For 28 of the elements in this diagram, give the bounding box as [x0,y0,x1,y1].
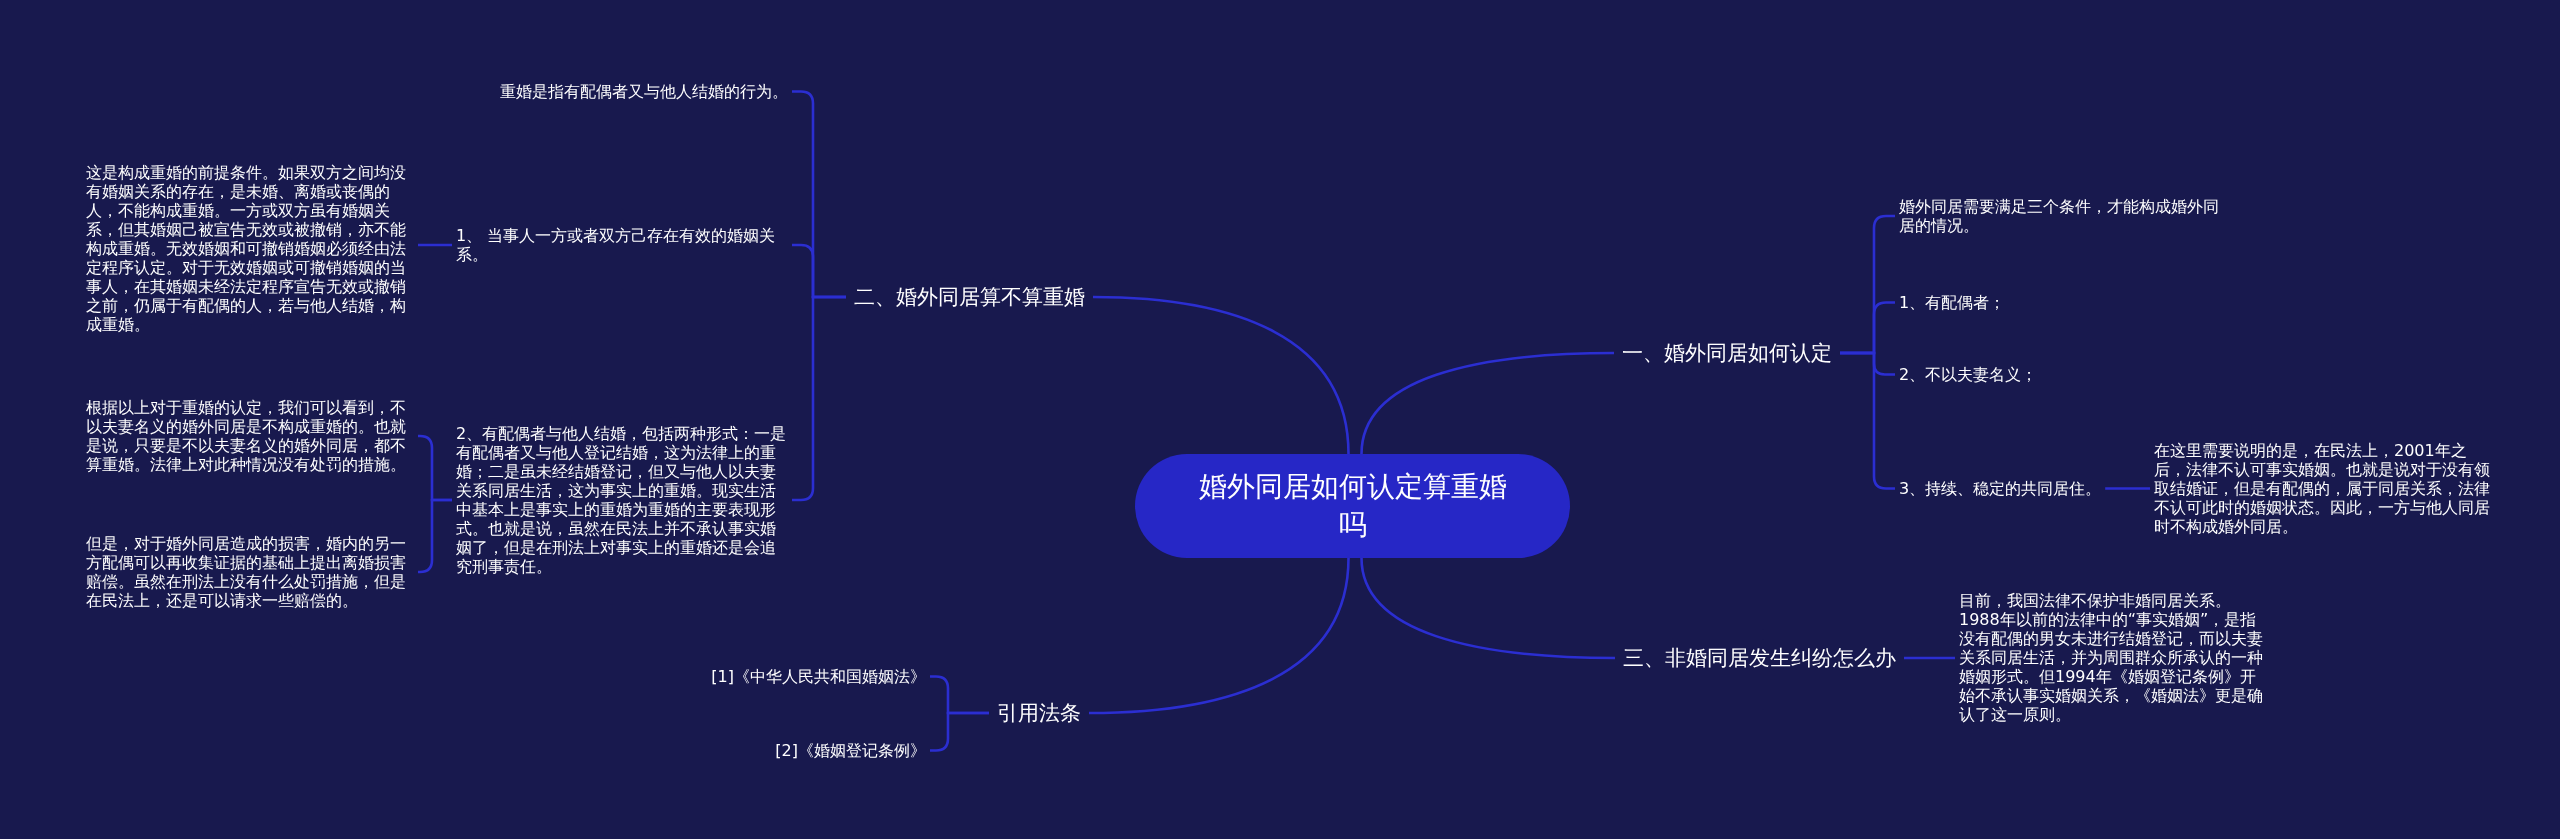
connector-line [1904,656,1955,660]
note-text: 在这里需要说明的是，在民法上，2001年之后，法律不认可事实婚姻。也就是说对于没有领取结婚证，但是有配偶的，属于同居关系，法律不认可此时的婚姻状态。因此，一方与他人同居时不构成婚外同居。 [2150,439,2495,538]
branch-topic: 一、婚外同居如何认定 [1614,335,1840,371]
note-text: 根据以上对于重婚的认定，我们可以看到，不以夫妻名义的婚外同居是不构成重婚的。也就是说，只要是不以夫妻名义的婚外同居，都不算重婚。法律上对此种情况没有处罚的措施。 [82,396,418,476]
connector-line [1088,557,1350,715]
connector-line [1092,295,1350,455]
branch-topic: 二、婚外同居算不算重婚 [846,279,1093,315]
connector-line [2105,487,2150,490]
note-text: 3、持续、稳定的共同居住。 [1895,477,2106,500]
connector-line [418,243,452,247]
connector-line [1360,557,1616,660]
branch-topic: 三、非婚同居发生纠纷怎么办 [1615,640,1904,676]
note-text: 但是，对于婚外同居造成的损害，婚内的另一方配偶可以再收集证据的基础上提出离婚损害赔偿。虽然在刑法上没有什么处罚措施，但是在民法上，还是可以请求一些赔偿的。 [82,532,418,612]
branch-topic: 引用法条 [989,695,1089,731]
note-text: 目前，我国法律不保护非婚同居关系。1988年以前的法律中的“事实婚姻”，是指没有配偶的男女未进行结婚登记，而以夫妻关系同居生活，并为周围群众所承认的一种婚姻形式。但1994年《婚姻登记条例》开始不承认事实婚姻关系，《婚姻法》更是确认了这一原则。 [1955,589,2267,726]
note-text: 1、 当事人一方或者双方己存在有效的婚姻关系。 [452,224,792,266]
note-text: 婚外同居需要满足三个条件，才能构成婚外同居的情况。 [1895,195,2235,237]
central-topic: 婚外同居如何认定算重婚吗 [1135,454,1570,558]
note-text: [1]《中华人民共和国婚姻法》 [707,665,930,688]
note-text: 1、有配偶者； [1895,291,2010,314]
note-text: 重婚是指有配偶者又与他人结婚的行为。 [496,80,792,103]
connector-line [1360,351,1615,455]
connector-line [930,711,989,752]
note-text: [2]《婚姻登记条例》 [771,739,930,762]
note-text: 这是构成重婚的前提条件。如果双方之间均没有婚姻关系的存在，是未婚、离婚或丧偶的人，不能构成重婚。一方或双方虽有婚姻关系，但其婚姻己被宣告无效或被撤销，亦不能构成重婚。无效婚姻和可撤销婚姻必须经由法定程序认定。对于无效婚姻或可撤销婚姻的当事人，在其婚姻未经法定程序宣告无效或撤销之前，仍属于有配偶的人，若与他人结婚，构成重婚。 [82,161,418,336]
note-text: 2、不以夫妻名义； [1895,363,2042,386]
note-text: 2、有配偶者与他人结婚，包括两种形式：一是有配偶者又与他人登记结婚，这为法律上的重婚；二是虽未经结婚登记，但又与他人以夫妻关系同居生活，这为事实上的重婚。现实生活中基本上是事实上的重婚为重婚的主要表现形式。也就是说，虽然在民法上并不承认事实婚姻了，但是在刑法上对事实上的重婚还是会追究刑事责任。 [452,422,792,578]
connector-line [418,498,452,574]
